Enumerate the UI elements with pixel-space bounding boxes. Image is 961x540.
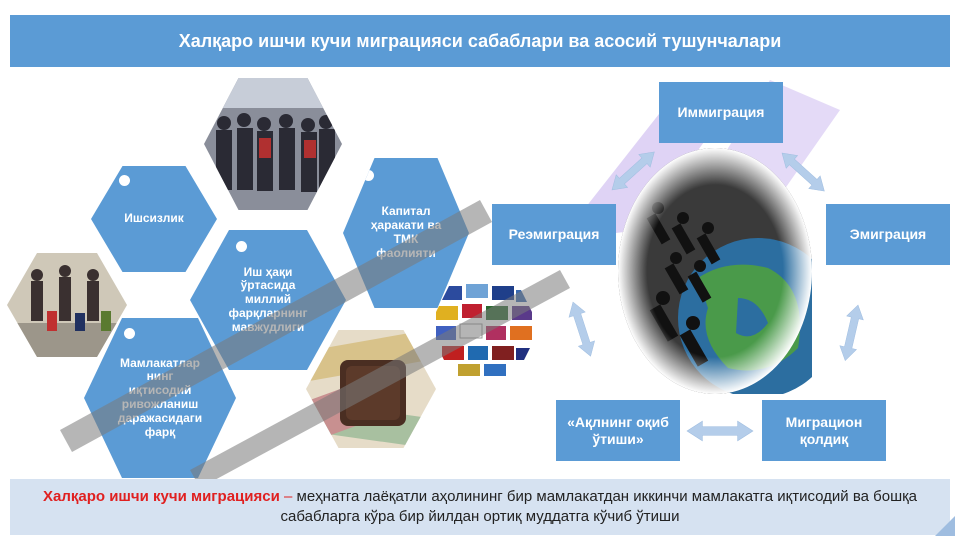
bullet-dot	[124, 328, 135, 339]
immigration-box: Иммиграция	[659, 82, 783, 143]
brain-drain-label: «Ақлнинг оқиб ўтиши»	[567, 413, 669, 447]
definition-text: Халқаро ишчи кучи миграцияси – меҳнатга …	[10, 487, 950, 528]
arrow-reemigration-braindrain	[564, 299, 599, 360]
hex-capital-label: Капитал ҳаракати ва ТМК фаолияти	[370, 204, 442, 260]
hex-development: Мамлакатлар нинг иқтисодий ривожланиш да…	[84, 318, 236, 478]
wallet-photo	[306, 330, 436, 448]
brain-drain-box: «Ақлнинг оқиб ўтиши»	[556, 400, 680, 461]
hex-unemployment: Ишсизлик	[91, 166, 217, 272]
arrow-braindrain-balance	[686, 420, 754, 442]
hex-development-label: Мамлакатлар нинг иқтисодий ривожланиш да…	[117, 355, 203, 439]
hex-wages: Иш ҳақи ўртасида миллий фарқларнинг мавж…	[190, 230, 346, 370]
bullet-dot	[236, 241, 247, 252]
page-title-bar: Халқаро ишчи кучи миграцияси сабаблари в…	[10, 15, 950, 67]
migration-balance-label: Миграцион қолдиқ	[785, 413, 863, 447]
arrow-immigration-reemigration	[606, 145, 661, 197]
globe-image	[618, 148, 812, 394]
definition-dash: –	[283, 487, 293, 505]
reemigration-box: Реэмиграция	[492, 204, 616, 265]
bullet-dot	[119, 175, 130, 186]
travelers-photo	[7, 253, 127, 357]
arrows-layer	[564, 145, 867, 442]
emigration-box: Эмиграция	[826, 204, 950, 265]
crowd-photo	[204, 78, 342, 210]
corner-fold-icon	[935, 516, 955, 536]
bullet-dot	[363, 170, 374, 181]
definition-term: Халқаро ишчи кучи миграцияси	[42, 487, 280, 505]
definition-bar: Халқаро ишчи кучи миграцияси – меҳнатга …	[10, 479, 950, 535]
page-title: Халқаро ишчи кучи миграцияси сабаблари в…	[178, 30, 782, 51]
migration-balance-box: Миграцион қолдиқ	[762, 400, 886, 461]
emigration-label: Эмиграция	[849, 226, 927, 243]
arrow-emigration-balance	[836, 302, 867, 363]
arrow-immigration-emigration	[776, 146, 831, 198]
definition-body: меҳнатга лаёқатли аҳолининг бир мамлакат…	[280, 487, 918, 525]
hex-unemployment-label: Ишсизлик	[124, 211, 184, 226]
hex-wages-label: Иш ҳақи ўртасида миллий фарқларнинг мавж…	[228, 264, 308, 334]
immigration-label: Иммиграция	[677, 104, 765, 121]
reemigration-label: Реэмиграция	[508, 226, 600, 243]
